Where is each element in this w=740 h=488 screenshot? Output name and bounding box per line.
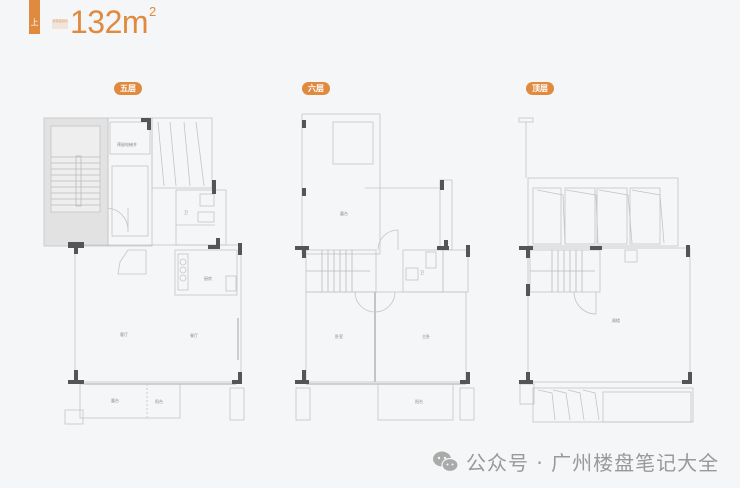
floor-badge-6[interactable]: 六层 (302, 82, 330, 95)
area-label: 建筑面积约 (52, 19, 68, 29)
floor-plan-top (518, 117, 694, 423)
watermark-text: 公众号 · 广州楼盘笔记大全 (466, 451, 720, 475)
wechat-icon (432, 450, 460, 474)
room-attic: 阁楼 (612, 317, 620, 323)
room-bedroom: 卧室 (335, 333, 343, 339)
room-terrace-5: 露台 (111, 397, 119, 403)
floor-plan-6 (295, 113, 475, 421)
watermark: 公众号 · 广州楼盘笔记大全 (432, 447, 719, 476)
room-balcony-6: 阳台 (415, 398, 423, 404)
room-balcony-5: 阳台 (155, 398, 163, 404)
room-bath-5: 卫 (184, 210, 188, 215)
area-number: 132m (70, 4, 149, 40)
room-living: 客厅 (120, 331, 128, 337)
room-dining: 餐厅 (190, 332, 198, 338)
room-master: 主卧 (422, 333, 430, 339)
room-elevator: 预留电梯井 (117, 141, 137, 147)
room-kitchen: 厨房 (204, 275, 212, 281)
floor-tag-text: 上 (30, 18, 39, 27)
wall-columns (68, 118, 692, 384)
floor-plan-5 (43, 117, 245, 425)
floor-tag: 上 (29, 0, 40, 34)
room-bath-6: 卫 (420, 270, 424, 275)
room-terrace-6: 露台 (340, 210, 348, 216)
floor-badge-5[interactable]: 五层 (114, 82, 142, 95)
floor-badge-top[interactable]: 顶层 (526, 82, 554, 95)
area-value: 132m2 (70, 4, 156, 41)
area-unit-sup: 2 (149, 4, 156, 19)
